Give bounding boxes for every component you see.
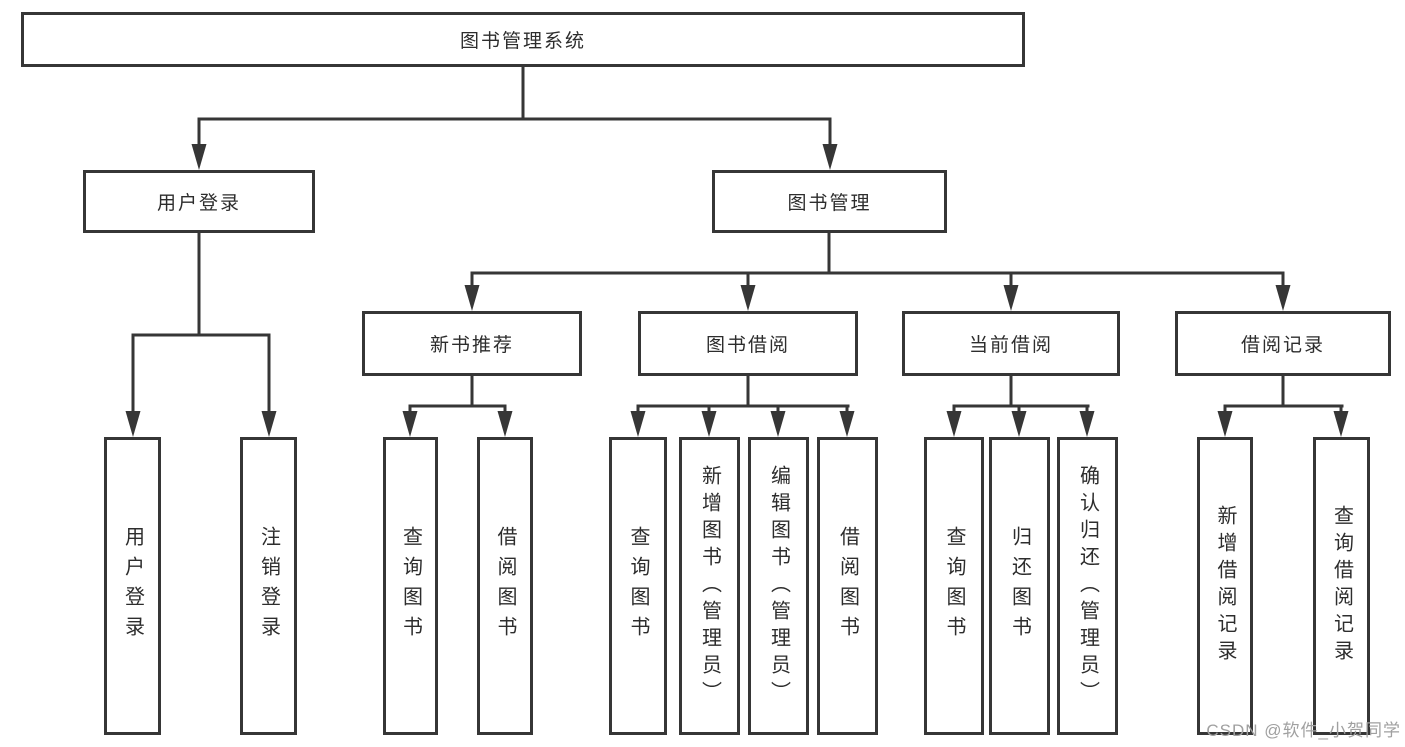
leaf-current-query-books-label: 查询图书 — [943, 526, 965, 646]
node-book-borrow: 图书借阅 — [638, 311, 858, 376]
leaf-newbook-query-books: 查询图书 — [383, 437, 438, 735]
leaf-borrow-borrow-books: 借阅图书 — [817, 437, 878, 735]
leaf-user-login: 用户登录 — [104, 437, 161, 735]
leaf-current-confirm-return-admin-label: 确认归还（管理员） — [1076, 464, 1099, 708]
leaf-newbook-borrow-books: 借阅图书 — [477, 437, 533, 735]
leaf-records-query-record-label: 查询借阅记录 — [1330, 505, 1353, 667]
leaf-logout-label: 注销登录 — [257, 526, 280, 646]
connector-current-branch — [946, 376, 1095, 437]
connector-records-branch — [1217, 376, 1349, 437]
leaf-newbook-query-books-label: 查询图书 — [399, 526, 422, 646]
leaf-current-query-books: 查询图书 — [924, 437, 984, 735]
node-newbook-recommend: 新书推荐 — [362, 311, 582, 376]
leaf-borrow-borrow-books-label: 借阅图书 — [836, 526, 859, 646]
leaf-current-return-books: 归还图书 — [989, 437, 1050, 735]
leaf-records-query-record: 查询借阅记录 — [1313, 437, 1370, 735]
leaf-borrow-add-books-admin-label: 新增图书（管理员） — [698, 464, 721, 708]
leaf-current-confirm-return-admin: 确认归还（管理员） — [1057, 437, 1118, 735]
leaf-records-add-record: 新增借阅记录 — [1197, 437, 1253, 735]
connector-newbook-branch — [402, 376, 513, 437]
node-current-borrow: 当前借阅 — [902, 311, 1120, 376]
node-root-library-system: 图书管理系统 — [21, 12, 1025, 67]
leaf-current-return-books-label: 归还图书 — [1008, 526, 1031, 646]
leaf-newbook-borrow-books-label: 借阅图书 — [494, 526, 516, 646]
connector-login-branch — [125, 233, 277, 437]
leaf-borrow-query-books: 查询图书 — [609, 437, 667, 735]
connector-manage-branch — [464, 233, 1291, 311]
leaf-user-login-label: 用户登录 — [121, 526, 144, 646]
node-book-manage: 图书管理 — [712, 170, 947, 233]
connector-root-branch — [191, 67, 838, 170]
leaf-logout: 注销登录 — [240, 437, 297, 735]
leaf-borrow-add-books-admin: 新增图书（管理员） — [679, 437, 740, 735]
connector-borrow-branch — [630, 376, 855, 437]
watermark-text: CSDN @软件_小贺同学 — [1206, 721, 1401, 740]
leaf-borrow-edit-books-admin-label: 编辑图书（管理员） — [767, 464, 790, 708]
node-borrow-records: 借阅记录 — [1175, 311, 1391, 376]
leaf-borrow-edit-books-admin: 编辑图书（管理员） — [748, 437, 809, 735]
leaf-records-add-record-label: 新增借阅记录 — [1214, 505, 1236, 667]
leaf-borrow-query-books-label: 查询图书 — [627, 526, 649, 646]
node-user-login: 用户登录 — [83, 170, 315, 233]
